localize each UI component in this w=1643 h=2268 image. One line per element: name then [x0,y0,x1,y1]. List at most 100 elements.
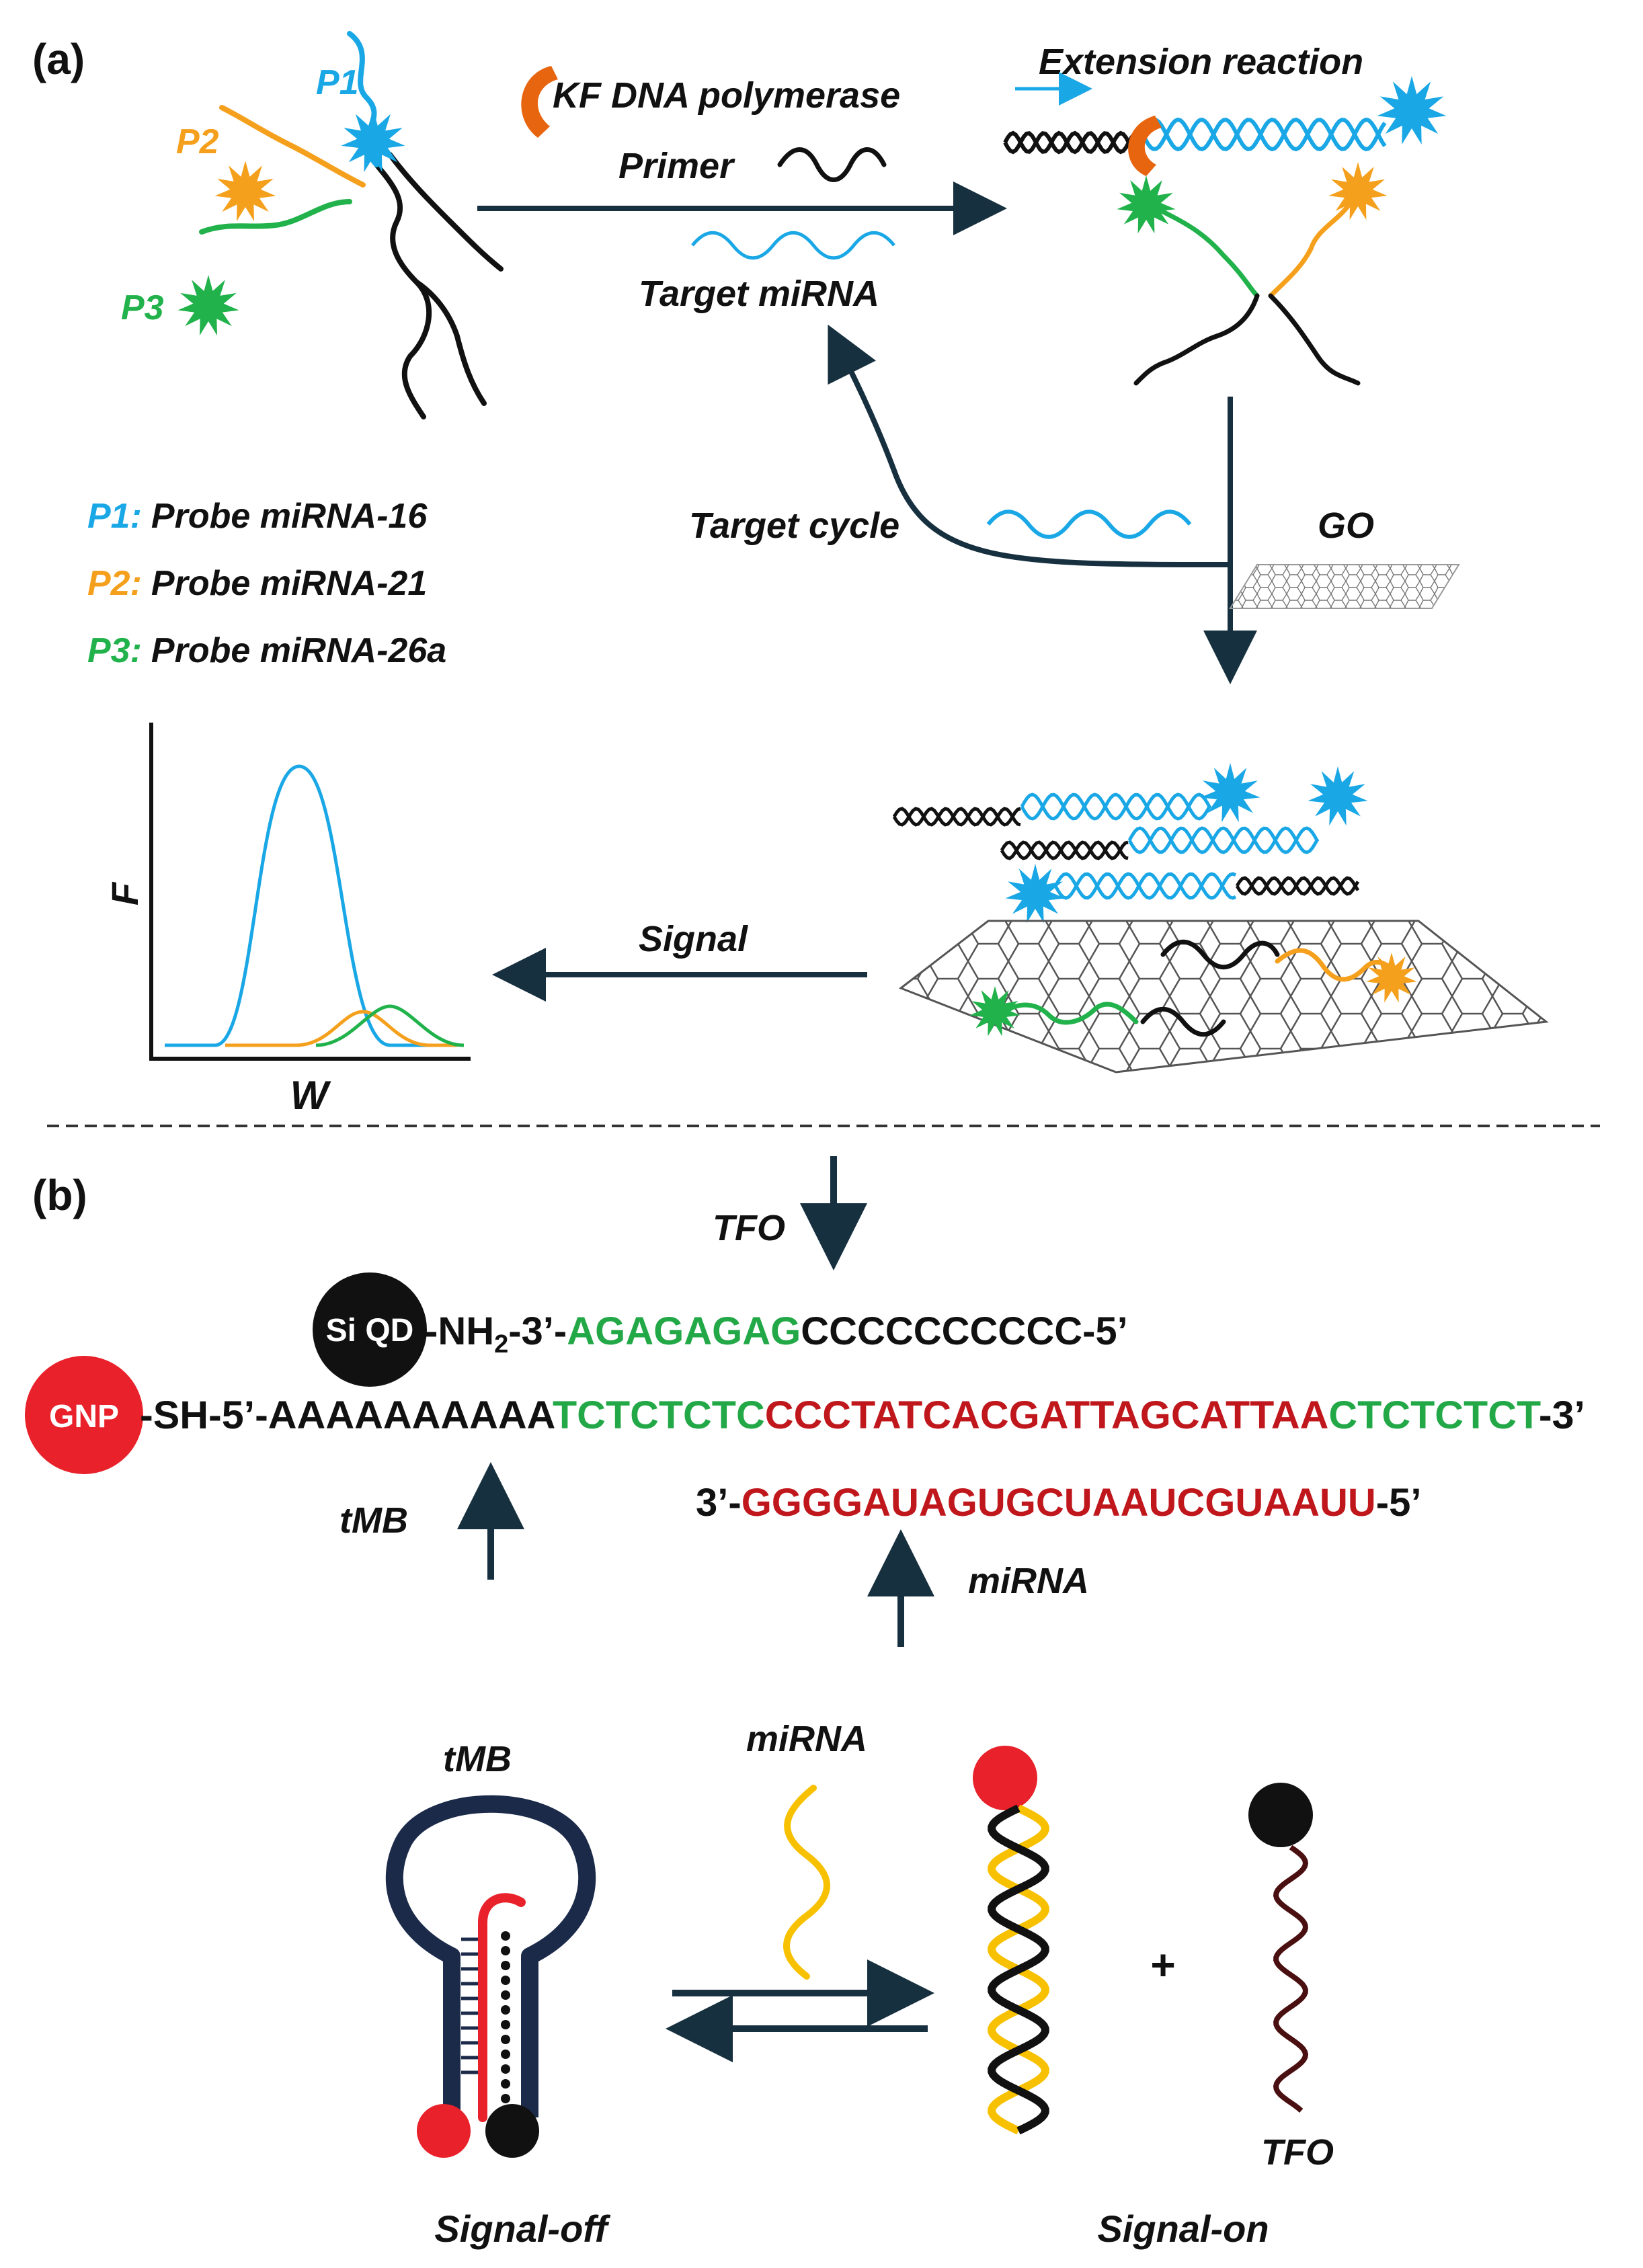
adsorbed-star-green [969,986,1020,1037]
beacon-stem-dot [501,2035,510,2044]
curve-p2 [225,1010,457,1047]
plus-sign: + [1150,1941,1175,1989]
legend-key-p1: P1: [87,497,142,536]
beacon-stem-dot [501,1961,510,1970]
panel-a-label: (a) [32,35,85,83]
tmb-seq-green-1: TCTCTCTC [553,1393,765,1437]
legend-text-p3: Probe miRNA-26a [151,631,446,670]
probe-p3-label: P3 [121,288,164,327]
plot-y-label: F [104,881,146,905]
remaining-probes [1133,199,1361,386]
tmb-seq-red: CCCTATCACGATTAGCATTAA [765,1393,1329,1437]
beacon-stem-dot [501,2020,510,2029]
kf-polymerase-label: KF DNA polymerase [553,75,900,116]
panel-b-label: (b) [32,1171,87,1219]
si-qd-bead [313,1272,427,1387]
legend-key-p2: P2: [87,564,142,603]
tmb-label-2: tMB [443,1739,512,1779]
tmb-seq-prefix: -SH-5’-AAAAAAAAAA [140,1393,555,1437]
gnp-bead [25,1356,143,1474]
tfo-seq-subscript: 2 [494,1330,508,1359]
primer-label: Primer [618,146,735,186]
released-tfo-strand [1273,1845,1309,2113]
mirna-seq-prefix: 3’- [696,1481,742,1525]
mirna-label-2: miRNA [746,1719,867,1759]
mirna-seq-suffix: -5’ [1376,1481,1422,1525]
released-duplexes [892,793,1360,900]
mirna-sequence: 3’-GGGGAUAGUGCUAAUCGUAAUU-5’ [696,1481,1421,1525]
go-sheet-small-icon [1229,564,1460,609]
si-qd-label: Si QD [326,1313,414,1348]
beacon-stem-dot [501,2005,510,2015]
tfo-sequence: -NH2-3’-AGAGAGAGCCCCCCCCCC-5’ [425,1309,1128,1359]
beacon-fluor-black-bead [485,2104,539,2158]
target-mirna-strand-icon [691,231,895,260]
beacon-stem-dot [501,2094,510,2103]
recycled-target-strand-icon [986,510,1192,539]
fluorescence-plot: F W [104,723,471,1118]
extension-reaction-label: Extension reaction [1039,42,1363,82]
extended-duplex [1003,117,1387,155]
tfo-seq-green: AGAGAGAG [567,1309,801,1353]
beacon-stem-dot [501,2079,510,2089]
tmb-label: tMB [339,1500,408,1541]
legend-item-p3: P3:Probe miRNA-26a [87,631,446,670]
probe-p1-label: P1 [316,63,359,102]
legend-item-p2: P2:Probe miRNA-21 [87,564,427,603]
beacon-stem-dot [501,1946,510,1955]
target-mirna-label: Target miRNA [639,274,879,314]
probe-p2-label: P2 [176,122,219,161]
tfo-label: TFO [713,1208,785,1248]
tmb-seq-suffix: -3’ [1539,1393,1585,1437]
beacon-quencher-red-bead [417,2104,471,2158]
probe-p1-fluorophore [341,109,405,173]
gnp-bead-signal-on [973,1746,1037,1810]
curve-p3 [315,1004,465,1047]
curve-p1 [165,764,430,1047]
beacon-stem-dot [501,1931,510,1941]
legend-key-p3: P3: [87,631,142,670]
beacon-stem-dot [501,1990,510,2000]
released-star-2 [1308,766,1368,826]
mirna-tmb-duplex [988,1804,1049,2135]
adsorbed-star-orange [1366,953,1417,1003]
molecular-beacon [385,1795,596,2122]
legend-item-p1: P1:Probe miRNA-16 [87,497,428,536]
tfo-seq-mid: -3’- [508,1309,567,1353]
tfo-seq-rest: CCCCCCCCCC-5’ [801,1309,1128,1353]
kf-polymerase-bound-icon [1128,116,1162,176]
beacon-stem-dot [501,1976,510,1985]
mirna-seq-red: GGGGAUAGUGCUAAUCGUAAUU [742,1481,1376,1525]
remaining-star-green [1117,175,1176,234]
tmb-seq-green-2: CTCTCTCT [1328,1393,1540,1437]
signal-label: Signal [639,919,748,959]
tfo-label-2: TFO [1261,2132,1334,2173]
graphene-oxide-sheet [898,920,1549,1074]
probe-p2-fluorophore [214,161,276,222]
beacon-stem-dot [501,2064,510,2074]
gnp-label: GNP [49,1399,119,1434]
released-star-3 [1005,864,1066,924]
mirna-label: miRNA [968,1561,1089,1601]
legend-text-p2: Probe miRNA-21 [151,564,427,603]
released-star-1 [1200,763,1260,823]
legend-text-p1: Probe miRNA-16 [151,497,428,536]
signal-off-label: Signal-off [434,2208,611,2250]
probe-legend: P1:Probe miRNA-16 P2:Probe miRNA-21 P3:P… [87,497,446,670]
kf-polymerase-icon [521,66,558,138]
beacon-stem-dot [501,2050,510,2059]
signal-on-label: Signal-on [1097,2208,1269,2250]
primer-strand-icon [777,147,887,182]
plot-x-label: W [290,1073,331,1118]
extended-star-blue [1377,76,1447,145]
target-cycle-label: Target cycle [689,505,899,546]
free-mirna-strand [783,1785,830,1980]
target-cycle-arrow [828,324,1230,567]
probe-p3-fluorophore [177,275,239,336]
remaining-star-orange [1328,162,1388,220]
tfo-seq-prefix: -NH [425,1309,494,1353]
go-label: GO [1318,505,1374,546]
si-qd-bead-signal-on [1248,1783,1313,1847]
